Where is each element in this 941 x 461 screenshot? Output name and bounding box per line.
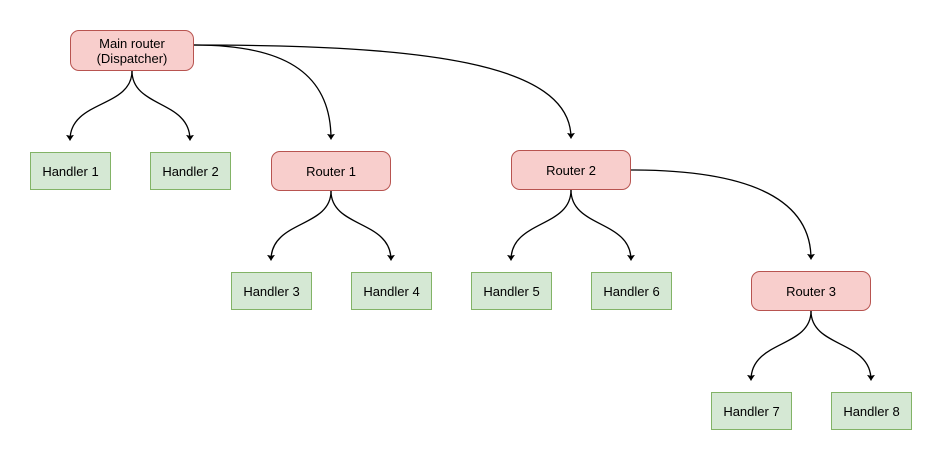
- node-label-handler-7: Handler 7: [723, 403, 780, 419]
- node-label-handler-6: Handler 6: [603, 283, 660, 299]
- node-handler-2[interactable]: Handler 2: [150, 152, 231, 190]
- node-label-handler-5: Handler 5: [483, 283, 540, 299]
- node-router-1[interactable]: Router 1: [271, 151, 391, 191]
- edge-router-3-to-handler-8: [810, 310, 875, 381]
- node-label-main-router: Main router (Dispatcher): [96, 35, 168, 66]
- edge-main-router-to-router-1: [193, 44, 335, 140]
- node-handler-6[interactable]: Handler 6: [591, 272, 672, 310]
- edge-main-router-to-handler-2: [131, 70, 194, 141]
- node-label-handler-3: Handler 3: [243, 283, 300, 299]
- node-handler-3[interactable]: Handler 3: [231, 272, 312, 310]
- edge-router-3-to-handler-7: [747, 310, 812, 381]
- node-handler-4[interactable]: Handler 4: [351, 272, 432, 310]
- edge-router-2-to-router-3: [630, 169, 815, 260]
- edge-router-1-to-handler-3: [267, 190, 332, 261]
- node-label-router-3: Router 3: [786, 283, 836, 299]
- edge-router-2-to-handler-5: [507, 189, 572, 261]
- node-label-handler-2: Handler 2: [162, 163, 219, 179]
- node-main-router[interactable]: Main router (Dispatcher): [70, 30, 194, 71]
- edge-main-router-to-router-2: [193, 44, 575, 139]
- node-router-3[interactable]: Router 3: [751, 271, 871, 311]
- node-label-handler-4: Handler 4: [363, 283, 420, 299]
- node-handler-5[interactable]: Handler 5: [471, 272, 552, 310]
- node-handler-7[interactable]: Handler 7: [711, 392, 792, 430]
- node-label-handler-1: Handler 1: [42, 163, 99, 179]
- node-label-router-1: Router 1: [306, 163, 356, 179]
- node-router-2[interactable]: Router 2: [511, 150, 631, 190]
- edge-router-1-to-handler-4: [330, 190, 395, 261]
- node-label-handler-8: Handler 8: [843, 403, 900, 419]
- edge-router-2-to-handler-6: [570, 189, 635, 261]
- node-handler-1[interactable]: Handler 1: [30, 152, 111, 190]
- node-handler-8[interactable]: Handler 8: [831, 392, 912, 430]
- node-label-router-2: Router 2: [546, 162, 596, 178]
- edge-main-router-to-handler-1: [66, 70, 133, 141]
